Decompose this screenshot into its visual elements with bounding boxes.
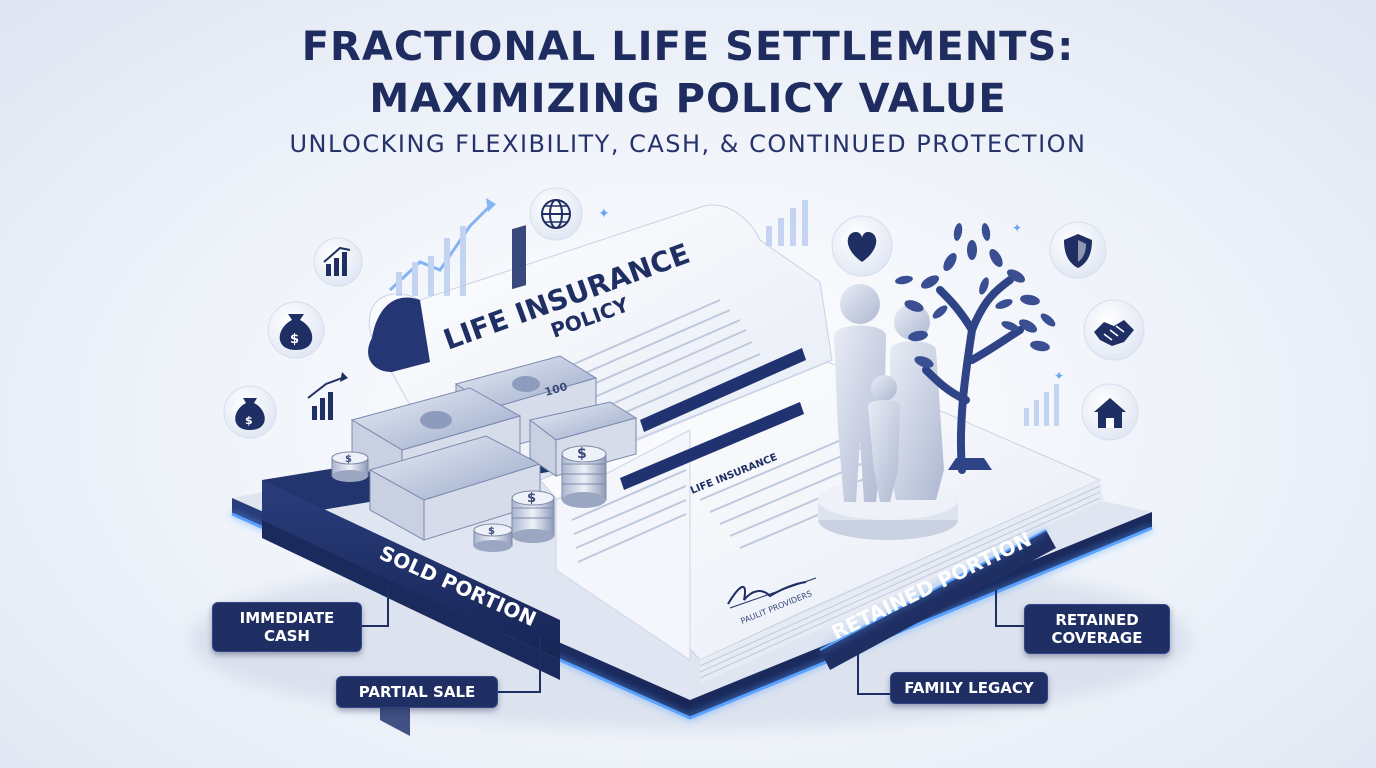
coin-symbol: $ — [577, 446, 587, 462]
house-icon — [1081, 383, 1139, 441]
callout-family-legacy: FAMILY LEGACY — [890, 672, 1048, 704]
line-chart-icon — [388, 198, 496, 296]
signature — [727, 581, 807, 605]
callout-connectors — [362, 588, 1024, 695]
callout-immediate-cash: IMMEDIATE CASH — [212, 602, 362, 652]
tree — [895, 223, 1056, 474]
globe-icon — [529, 187, 583, 241]
money-bag-icon: $ — [267, 301, 325, 359]
callout-retained-coverage: RETAINED COVERAGE — [1024, 604, 1170, 654]
callout-partial-sale: PARTIAL SALE — [336, 676, 498, 708]
bar-chart-icon — [1024, 384, 1059, 426]
heart-icon — [831, 215, 893, 277]
line-chart-icon — [307, 372, 348, 420]
page-title-line2: MAXIMIZING POLICY VALUE — [369, 76, 1007, 122]
coin-symbol: $ — [345, 454, 352, 465]
handshake-icon — [1083, 299, 1145, 361]
coin-stacks — [331, 445, 607, 552]
family-figure — [818, 284, 958, 540]
money-bag-icon: $ — [223, 385, 277, 439]
bill-denomination: 100 — [543, 380, 569, 399]
page-subtitle: UNLOCKING FLEXIBILITY, CASH, & CONTINUED… — [289, 130, 1087, 158]
sparkle-icon: ✦ — [1054, 369, 1064, 383]
shield-icon — [1049, 221, 1107, 279]
coin-symbol: $ — [488, 526, 495, 537]
svg-text:$: $ — [245, 414, 253, 427]
sparkle-icon: ✦ — [598, 206, 610, 222]
bar-chart-icon — [766, 200, 808, 246]
coin-symbol: $ — [527, 491, 536, 506]
retained-band — [819, 529, 1056, 670]
cash-stacks — [350, 225, 638, 737]
sparkle-icon: ✦ — [1012, 221, 1022, 235]
bar-chart-icon — [313, 237, 363, 287]
svg-text:$: $ — [290, 332, 299, 347]
page-title-line1: FRACTIONAL LIFE SETTLEMENTS: — [301, 24, 1075, 70]
